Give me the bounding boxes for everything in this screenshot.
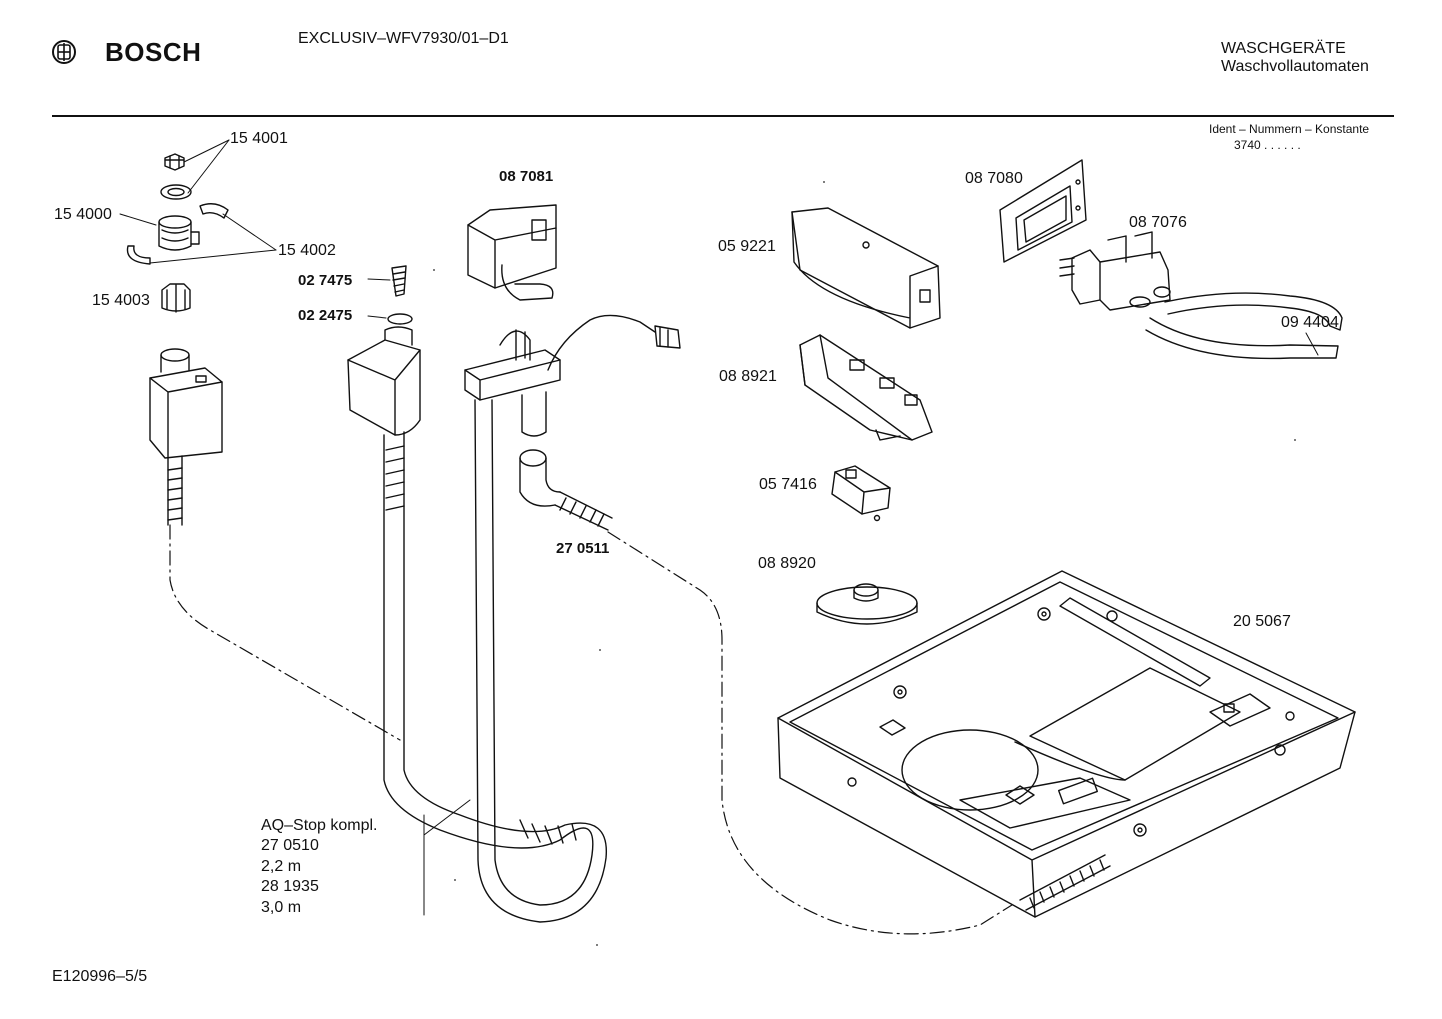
bosch-logo-icon [51,39,77,69]
part-087081-cover [468,205,556,300]
part-059221-housing [792,208,940,328]
header-rule [52,115,1394,117]
label-205067: 20 5067 [1233,613,1291,630]
part-154001-nut [161,154,191,199]
label-057416: 05 7416 [759,476,817,493]
part-094404-hoses [1146,293,1342,358]
label-027475: 02 7475 [298,272,353,289]
ident-value: 3740 . . . . . . [1234,138,1301,152]
aqstop-part2: 28 1935 [261,878,319,895]
label-087080: 08 7080 [965,170,1023,187]
part-205067-baseplate [778,571,1355,917]
label-087081: 08 7081 [499,168,554,185]
part-270511-hose [520,450,612,530]
aqstop-part1: 27 0510 [261,837,319,854]
part-154002-clips [127,204,228,264]
label-022475: 02 2475 [298,307,353,324]
leader-lines [120,140,1318,915]
part-aqstop-valve-box [150,349,222,525]
label-154001: 15 4001 [230,130,288,147]
aqstop-length1: 2,2 m [261,858,302,875]
label-154002: 15 4002 [278,242,336,259]
part-aqstop-inlet-hose [348,327,606,922]
label-154000: 15 4000 [54,206,112,223]
label-087076: 08 7076 [1129,214,1187,231]
part-154000-fitting [159,216,199,250]
part-087076-valve [1060,232,1170,310]
brand-name: BOSCH [105,37,202,67]
part-057416-switch [832,466,890,521]
model-title: EXCLUSIV–WFV7930/01–D1 [298,30,509,47]
footer-code: E120996–5/5 [52,968,148,985]
part-088920-knob [817,584,917,624]
label-094404: 09 4404 [1281,314,1339,331]
part-022475-washer [388,314,412,324]
category-line2: Waschvollautomaten [1221,58,1369,75]
label-154003: 15 4003 [92,292,150,309]
part-088921-bracket [800,335,932,440]
category-line1: WASCHGERÄTE [1221,40,1346,57]
label-270511: 27 0511 [556,540,610,557]
part-087080-plate [1000,160,1086,262]
connection-lines [170,525,1020,934]
print-specks [433,181,1296,946]
part-154003-cap [162,284,190,312]
aqstop-length2: 3,0 m [261,899,302,916]
label-088920: 08 8920 [758,555,816,572]
aqstop-title: AQ–Stop kompl. [261,817,378,834]
part-027475-filter [392,266,406,296]
ident-label: Ident – Nummern – Konstante [1209,122,1370,136]
part-dispenser-holder [465,315,680,436]
label-059221: 05 9221 [718,238,776,255]
label-088921: 08 8921 [719,368,777,385]
